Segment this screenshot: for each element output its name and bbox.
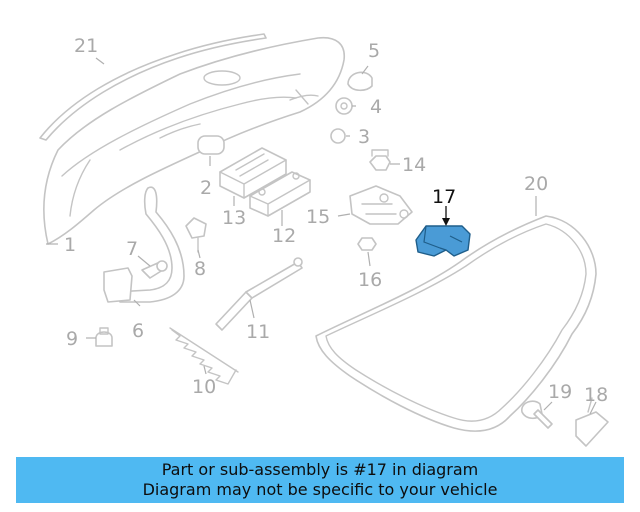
part-14-nut: [369, 149, 391, 171]
callout-9: 9: [66, 328, 78, 350]
callout-16: 16: [358, 269, 382, 291]
part-10-spring: [169, 327, 239, 385]
callout-21: 21: [74, 35, 98, 57]
banner-line-1: Part or sub-assembly is #17 in diagram: [161, 460, 479, 479]
leader-lines: [46, 57, 597, 415]
callout-10: 10: [192, 376, 216, 398]
part-16-bolt: [357, 237, 377, 251]
callout-11: 11: [246, 321, 270, 343]
part-7-bolt: [141, 260, 168, 279]
callout-19: 19: [548, 381, 572, 403]
callout-4: 4: [370, 96, 382, 118]
part-9-push-clip: [95, 327, 113, 347]
banner-line-2: Diagram may not be specific to your vehi…: [142, 480, 498, 499]
part-13-release-switch: [219, 147, 287, 199]
part-1-trunk-lid: [43, 36, 345, 245]
part-6-hinge: [103, 186, 185, 303]
callout-15: 15: [306, 206, 330, 228]
part-20-weatherstrip: [315, 215, 597, 432]
part-12-bracket: [249, 171, 311, 217]
parts-diagram: 1 2 3 4 5 6 7 8 9 10 11 12 13 14 15 16 1…: [39, 33, 609, 447]
part-2-bumper-pad: [197, 135, 225, 155]
part-21-trim-strip: [39, 33, 267, 141]
callout-18: 18: [584, 384, 608, 406]
info-banner: Part or sub-assembly is #17 in diagram D…: [16, 457, 624, 503]
part-8-screw: [185, 217, 207, 253]
callout-2: 2: [200, 177, 212, 199]
callout-8: 8: [194, 258, 206, 280]
part-15-latch: [349, 185, 413, 225]
callout-14: 14: [402, 154, 426, 176]
callout-7: 7: [126, 238, 138, 260]
callout-5: 5: [368, 40, 380, 62]
callout-12: 12: [272, 225, 296, 247]
callout-labels: 1 2 3 4 5 6 7 8 9 10 11 12 13 14 15 16 1…: [64, 35, 608, 406]
part-11-gas-strut: [215, 257, 303, 331]
part-19-bumper-stop: [521, 400, 553, 429]
callout-3: 3: [358, 126, 370, 148]
part-5-cap: [347, 71, 373, 92]
callout-1: 1: [64, 234, 76, 256]
part-18-striker: [575, 397, 609, 447]
part-17-highlighted-bracket: [415, 225, 471, 257]
part-4-grommet: [335, 97, 353, 115]
callout-17-highlighted: 17: [432, 186, 456, 208]
callout-20: 20: [524, 173, 548, 195]
callout-6: 6: [132, 320, 144, 342]
callout-13: 13: [222, 207, 246, 229]
part-3-clip: [330, 128, 346, 144]
